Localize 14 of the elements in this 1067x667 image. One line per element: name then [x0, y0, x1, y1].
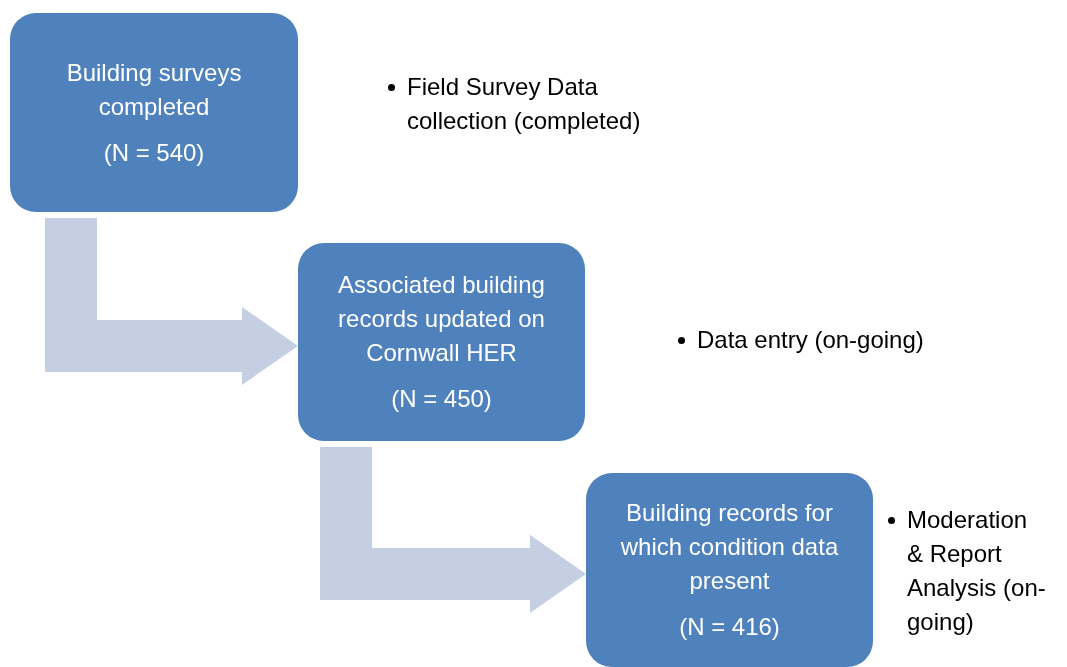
- process-box: [586, 473, 873, 667]
- box-title: Building surveys completed: [65, 57, 243, 122]
- count-text: (N = 540): [103, 137, 205, 168]
- bullet-text: Field Survey Data collection (completed): [407, 72, 642, 136]
- bent-arrow: [320, 447, 586, 613]
- count-text: (N = 450): [391, 384, 492, 414]
- count-text: (N = 416): [679, 612, 780, 642]
- bullet-text: Data entry (on-going): [697, 325, 924, 355]
- bent-arrow: [45, 218, 298, 385]
- process-box: [298, 243, 585, 441]
- box-title: Building records for which condition data present: [619, 498, 840, 596]
- box-title: Associated building records updated on Cornwall HER: [337, 270, 546, 368]
- bullet-text: Moderation & Report Analysis (on-going): [907, 505, 1047, 637]
- process-box: [10, 13, 298, 212]
